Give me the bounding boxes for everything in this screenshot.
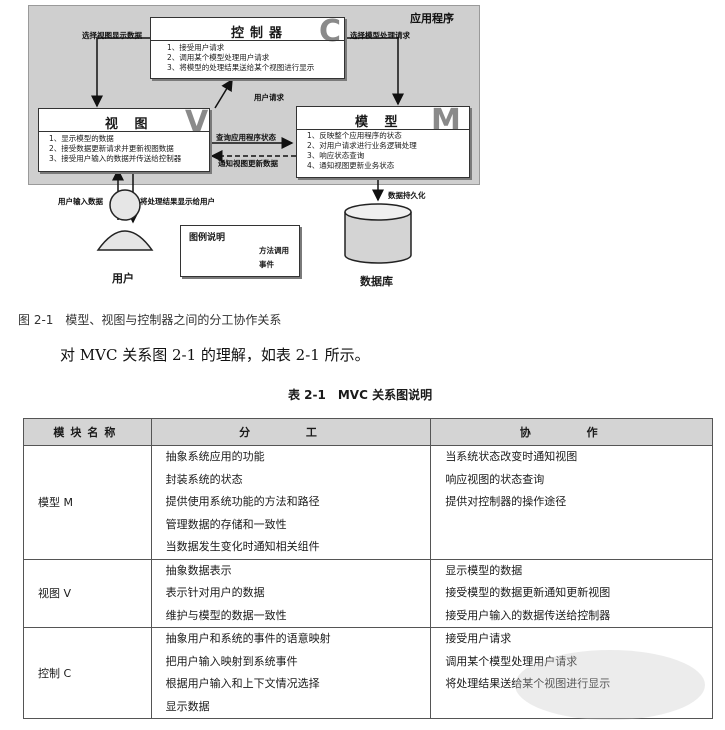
- model-title: 模 型: [355, 115, 404, 130]
- division-line: 显示数据: [165, 699, 210, 713]
- cooperation-cell: 显示模型的数据 接受模型的数据更新通知更新视图 接受用户输入的数据传送给控制器: [430, 558, 713, 628]
- label-user-input: 用户输入数据: [58, 197, 103, 206]
- division-line: 管理数据的存储和一致性: [165, 517, 287, 531]
- division-cell: 抽象系统应用的功能 封装系统的状态 提供使用系统功能的方法和路径 管理数据的存储…: [150, 445, 432, 560]
- label-query-state: 查询应用程序状态: [216, 133, 276, 142]
- header-cooperation: 协 作: [430, 418, 713, 446]
- cooperation-cell: 接受用户请求 调用某个模型处理用户请求 将处理结果送给某个视图进行显示: [430, 627, 713, 719]
- table-header-row: 模块名称 分 工 协 作: [23, 418, 713, 446]
- view-item: 3、接受用户输入的数据并传送给控制器: [49, 154, 182, 163]
- arrow-controller-to-view: [91, 37, 150, 108]
- figure-title: 模型、视图与控制器之间的分工协作关系: [65, 313, 282, 327]
- connector-lines: [91, 37, 412, 268]
- label-notify-update: 通知视图更新数据: [218, 159, 278, 168]
- cooperation-line: 调用某个模型处理用户请求: [445, 654, 578, 668]
- figure-number: 图 2-1: [18, 313, 54, 327]
- division-line: 抽象用户和系统的事件的语意映射: [165, 632, 331, 645]
- controller-item: 2、调用某个模型处理用户请求: [167, 53, 270, 62]
- label-user-request: 用户请求: [254, 93, 284, 102]
- controller-item: 1、接受用户请求: [167, 43, 225, 52]
- division-line: 把用户输入映射到系统事件: [165, 654, 298, 668]
- model-list: 1、反映整个应用程序的状态 2、对用户请求进行业务逻辑处理 3、响应状态查询 4…: [307, 131, 417, 171]
- table-number: 表 2-1: [288, 388, 326, 402]
- legend-box: 图例说明 方法调用 事件: [180, 225, 300, 277]
- model-item: 1、反映整个应用程序的状态: [307, 131, 402, 140]
- body-paragraph: 对 MVC 关系图 2-1 的理解，如表 2-1 所示。: [60, 346, 370, 364]
- view-item: 1、显示模型的数据: [49, 134, 114, 143]
- header-division: 分 工: [150, 418, 432, 446]
- legend-event: 事件: [259, 260, 274, 269]
- label-select-model: 选择模型处理请求: [350, 31, 410, 40]
- model-divider: [297, 129, 469, 130]
- legend-method-call: 方法调用: [259, 246, 289, 255]
- cooperation-line: 当系统状态改变时通知视图: [445, 450, 578, 463]
- controller-item: 3、将模型的处理结果送给某个视图进行显示: [167, 63, 315, 72]
- table-caption: 表 2-1 MVC 关系图说明: [288, 386, 432, 403]
- application-label: 应用程序: [410, 12, 454, 25]
- cooperation-cell: 当系统状态改变时通知视图 响应视图的状态查询 提供对控制器的操作途径: [430, 445, 713, 560]
- view-box: 视 图 V 1、显示模型的数据 2、接受数据更新请求并更新视图数据 3、接受用户…: [38, 105, 210, 172]
- model-item: 3、响应状态查询: [307, 151, 365, 160]
- view-letter: V: [185, 105, 209, 140]
- cooperation-line: 提供对控制器的操作途径: [445, 495, 567, 508]
- label-select-view: 选择视图显示数据: [82, 31, 142, 40]
- controller-title: 控制器: [231, 26, 289, 41]
- database-label: 数据库: [360, 275, 393, 288]
- table-title: MVC 关系图说明: [337, 388, 433, 402]
- header-module: 模块名称: [23, 418, 152, 446]
- cooperation-line: 接受用户输入的数据传送给控制器: [445, 608, 611, 622]
- table-row: 控制 C 抽象用户和系统的事件的语意映射 把用户输入映射到系统事件 根据用户输入…: [23, 627, 713, 719]
- division-line: 提供使用系统功能的方法和路径: [165, 495, 320, 508]
- label-show-result: 将处理结果显示给用户: [140, 197, 215, 206]
- model-item: 4、通知视图更新业务状态: [307, 161, 395, 170]
- cooperation-line: 将处理结果送给某个视图进行显示: [445, 677, 611, 690]
- legend-title: 图例说明: [189, 233, 226, 243]
- mvc-table: 模块名称 分 工 协 作 模型 M 抽象系统应用的功能 封装系统的状态 提供使用…: [23, 418, 713, 719]
- cooperation-line: 响应视图的状态查询: [445, 472, 545, 486]
- division-line: 封装系统的状态: [165, 472, 243, 486]
- division-cell: 抽象用户和系统的事件的语意映射 把用户输入映射到系统事件 根据用户输入和上下文情…: [150, 627, 432, 719]
- table-row: 视图 V 抽象数据表示 表示针对用户的数据 维护与模型的数据一致性 显示模型的数…: [23, 558, 713, 628]
- controller-list: 1、接受用户请求 2、调用某个模型处理用户请求 3、将模型的处理结果送给某个视图…: [167, 43, 314, 73]
- model-letter: M: [431, 103, 461, 138]
- model-box: 模 型 M 1、反映整个应用程序的状态 2、对用户请求进行业务逻辑处理 3、响应…: [296, 103, 470, 178]
- arrow-controller-to-model: [343, 37, 404, 106]
- division-line: 抽象数据表示: [165, 563, 232, 577]
- controller-box: 控制器 C 1、接受用户请求 2、调用某个模型处理用户请求 3、将模型的处理结果…: [150, 14, 345, 79]
- model-item: 2、对用户请求进行业务逻辑处理: [307, 141, 417, 150]
- controller-letter: C: [319, 14, 342, 49]
- cooperation-line: 接受模型的数据更新通知更新视图: [445, 586, 611, 599]
- cooperation-line: 显示模型的数据: [445, 563, 523, 577]
- division-cell: 抽象数据表示 表示针对用户的数据 维护与模型的数据一致性: [150, 558, 432, 628]
- user-label: 用户: [112, 272, 134, 285]
- figure-caption: 图 2-1 模型、视图与控制器之间的分工协作关系: [18, 311, 281, 328]
- cooperation-line: 接受用户请求: [445, 632, 512, 645]
- view-divider: [39, 131, 209, 132]
- view-list: 1、显示模型的数据 2、接受数据更新请求并更新视图数据 3、接受用户输入的数据并…: [49, 134, 181, 164]
- division-line: 表示针对用户的数据: [165, 586, 265, 599]
- module-cell: 模型 M: [23, 445, 152, 560]
- mvc-diagram: 应用程序: [0, 0, 725, 300]
- label-persist: 数据持久化: [388, 191, 426, 200]
- arrow-user-request: [214, 78, 233, 109]
- user-figure: [96, 189, 154, 251]
- database-cylinder: [344, 203, 412, 264]
- module-cell: 视图 V: [23, 558, 152, 628]
- module-cell: 控制 C: [23, 627, 152, 719]
- table-row: 模型 M 抽象系统应用的功能 封装系统的状态 提供使用系统功能的方法和路径 管理…: [23, 445, 713, 560]
- division-line: 根据用户输入和上下文情况选择: [165, 677, 320, 690]
- division-line: 当数据发生变化时通知相关组件: [165, 540, 320, 553]
- view-title: 视 图: [105, 117, 154, 132]
- controller-divider: [151, 40, 344, 41]
- division-line: 抽象系统应用的功能: [165, 450, 265, 463]
- view-item: 2、接受数据更新请求并更新视图数据: [49, 144, 174, 153]
- division-line: 维护与模型的数据一致性: [165, 608, 287, 622]
